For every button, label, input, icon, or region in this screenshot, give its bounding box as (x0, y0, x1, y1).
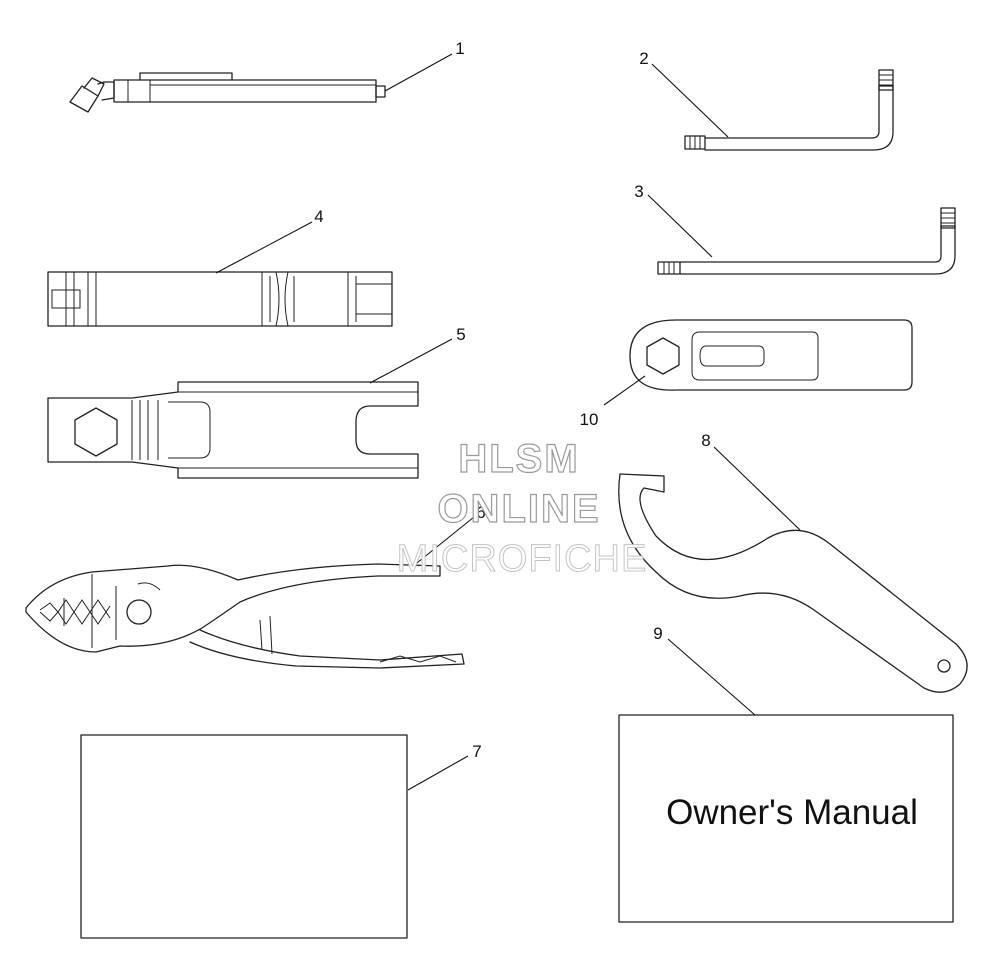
watermark-line-3: MICROFICHE (397, 538, 648, 580)
part-hex-key-large (657, 207, 956, 275)
leader-6 (411, 516, 475, 568)
part-combination-wrench (47, 381, 419, 479)
part-hex-key-small (684, 69, 894, 151)
part-owners-manual: Owner's Manual (618, 714, 954, 923)
watermark-line-2: ONLINE (437, 487, 600, 531)
leader-10 (603, 375, 646, 406)
leader-1 (384, 53, 453, 92)
callout-8: 8 (701, 431, 710, 450)
callout-7: 7 (472, 742, 481, 761)
callout-4: 4 (314, 207, 323, 226)
callout-6: 6 (476, 503, 485, 522)
callout-9: 9 (653, 624, 662, 643)
leader-7 (407, 755, 469, 791)
part-pliers (25, 563, 465, 669)
callout-2: 2 (639, 49, 648, 68)
manual-title: Owner's Manual (666, 793, 918, 832)
part-spark-plug-socket (47, 271, 393, 327)
watermark: HLSM ONLINE MICROFICHE (396, 436, 648, 580)
part-tire-pressure-gauge (69, 72, 386, 113)
part-spanner-wrench (618, 473, 968, 693)
leader-9 (667, 638, 756, 716)
leader-5 (369, 338, 453, 384)
callout-3: 3 (634, 182, 643, 201)
watermark-line-1: HLSM (458, 437, 579, 481)
leader-2 (651, 63, 729, 138)
callout-1: 1 (455, 39, 464, 58)
callout-5: 5 (456, 325, 465, 344)
callout-10: 10 (580, 410, 599, 429)
part-flat-hex-wrench (629, 319, 913, 391)
leader-lines (215, 53, 801, 791)
callout-numbers: 1 2 3 4 5 6 7 8 9 10 (314, 39, 710, 761)
part-document-card (80, 734, 408, 939)
leader-4 (215, 221, 313, 274)
leader-3 (647, 194, 713, 258)
leader-8 (713, 446, 801, 531)
